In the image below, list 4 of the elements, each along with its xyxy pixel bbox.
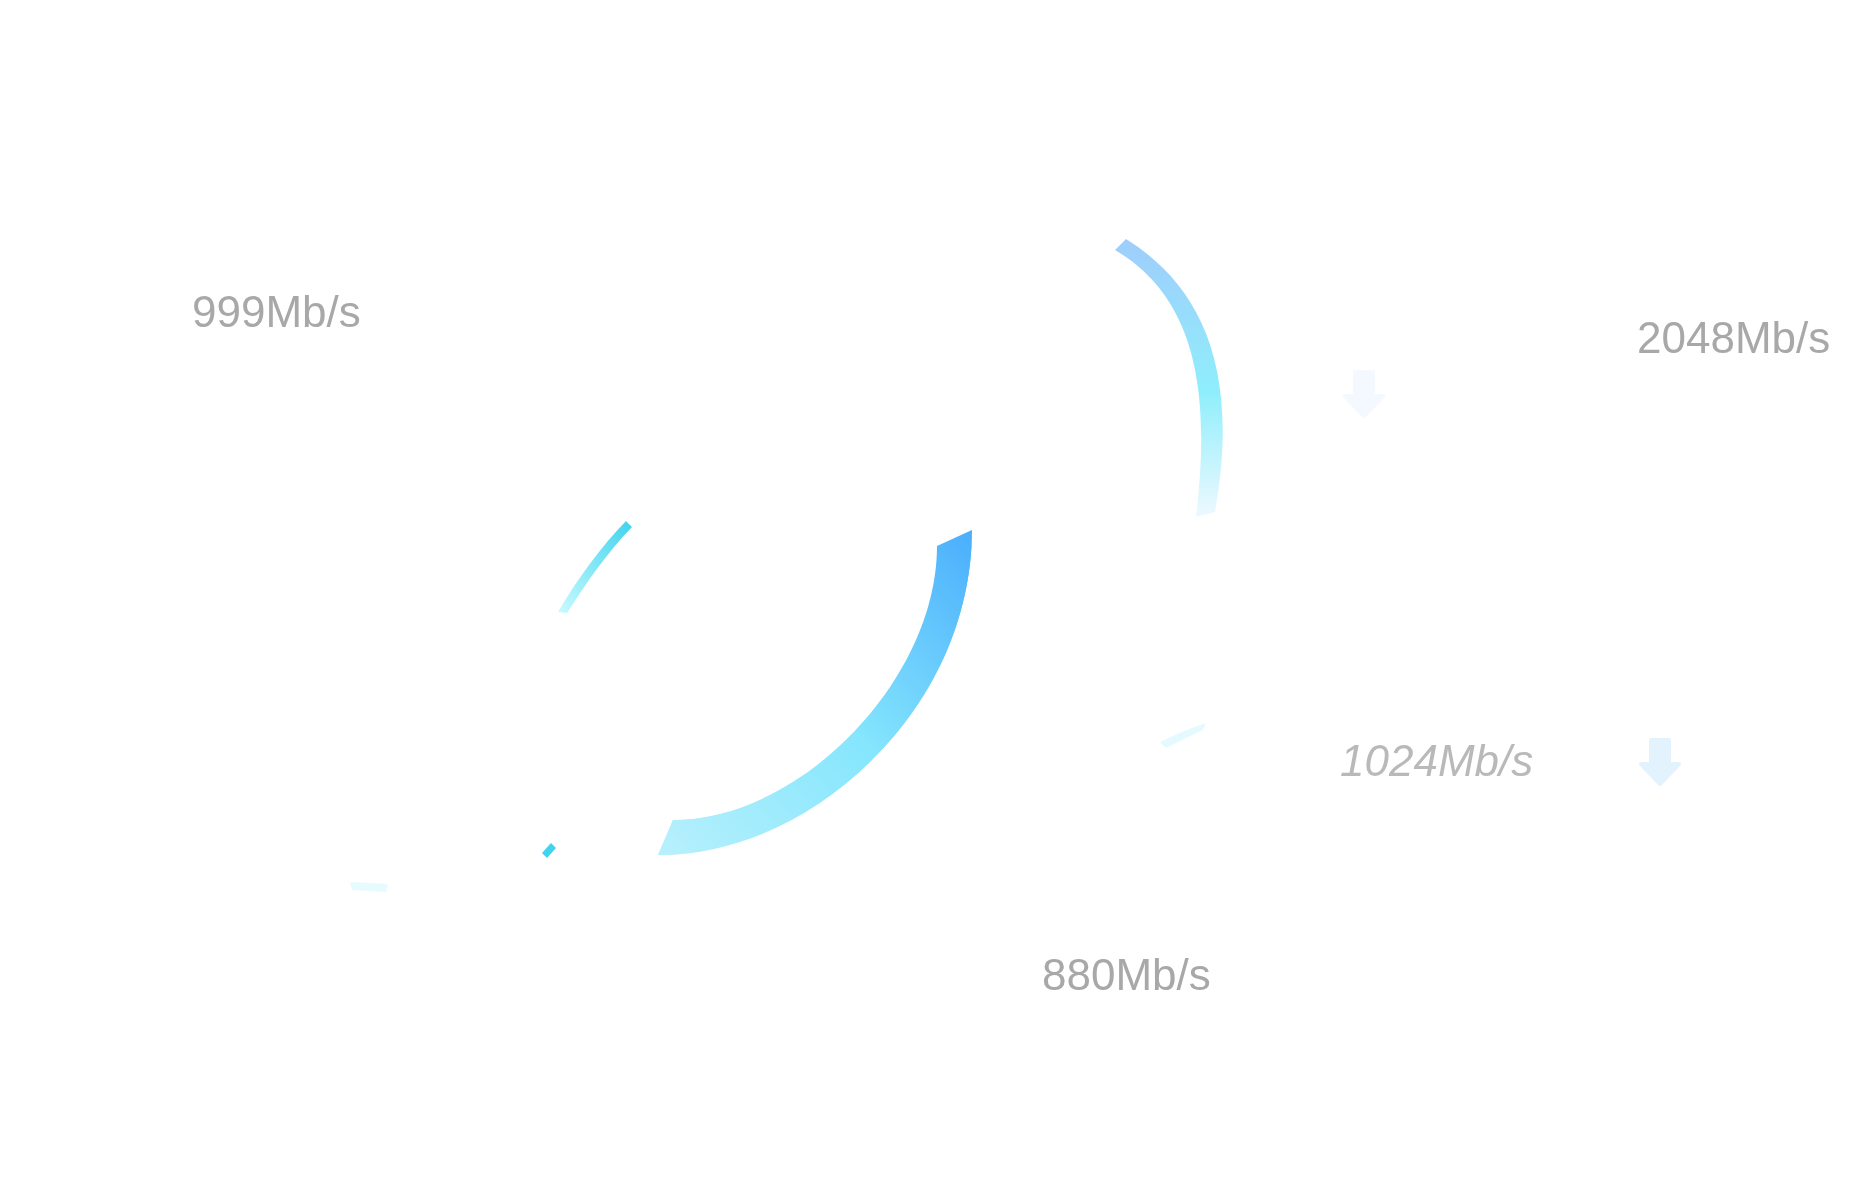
speed-value: 999Mb/s xyxy=(192,290,361,334)
speed-value: 880Mb/s xyxy=(1042,953,1211,997)
speed-value: 1024Mb/s xyxy=(1340,739,1534,783)
speed-value: 2048Mb/s xyxy=(1637,316,1831,360)
